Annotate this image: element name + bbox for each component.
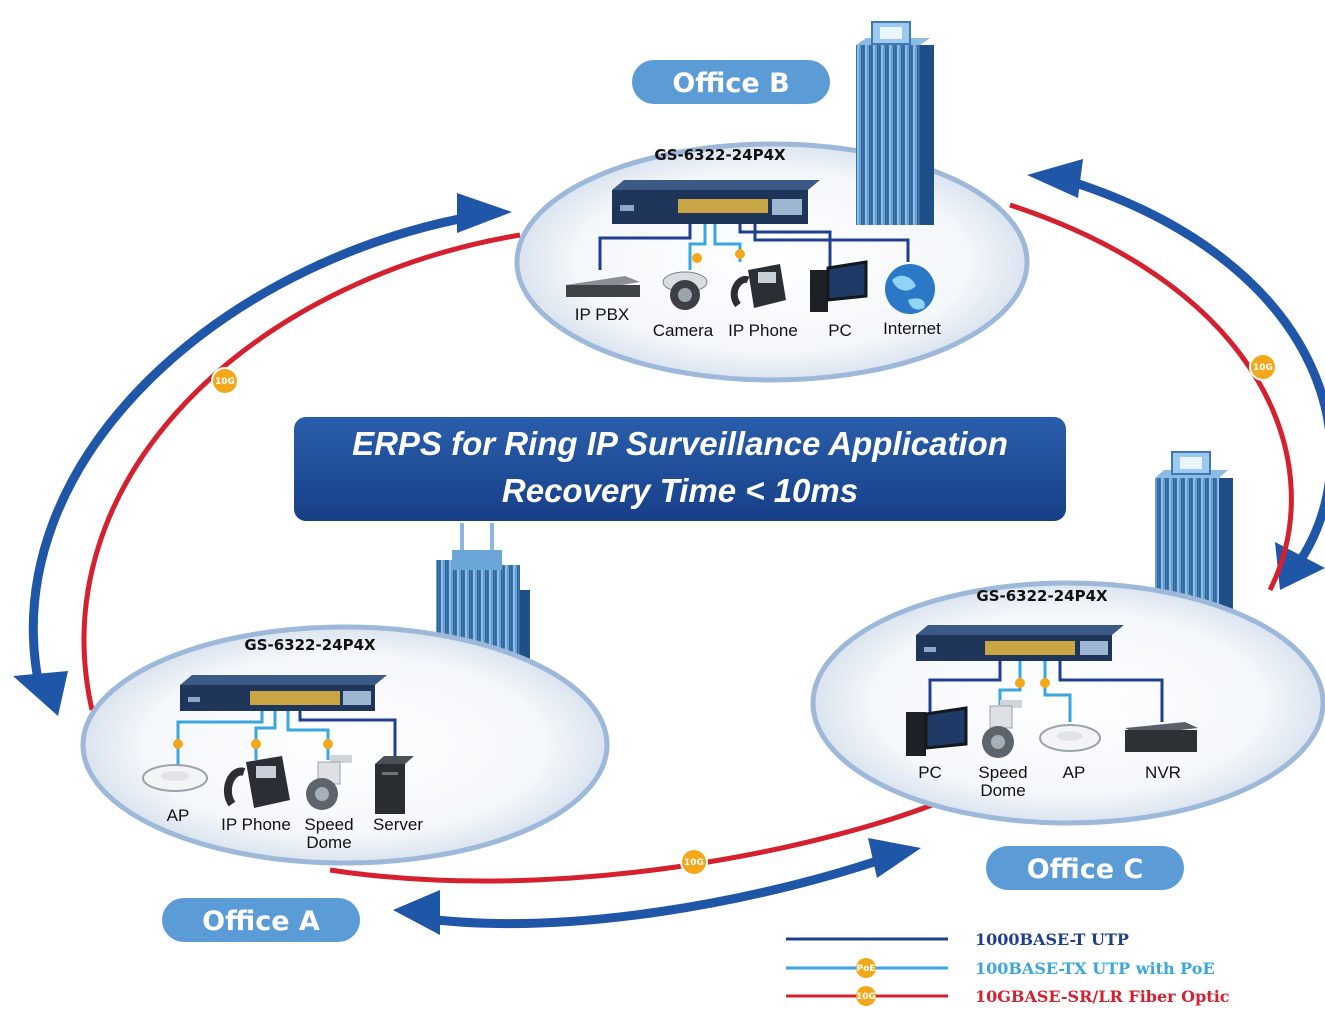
- office-b: Office B GS-6322-24P4X: [514, 21, 1030, 383]
- camera-icon: [662, 271, 708, 310]
- arrow-head-bottom-right: [868, 838, 921, 878]
- office-a-device-label: AP: [167, 806, 190, 825]
- title-line-2: Recovery Time < 10ms: [502, 472, 858, 509]
- 10g-badge-icon: [856, 986, 876, 1006]
- ring-arrow-bottom: [419, 855, 882, 928]
- office-b-links: [598, 224, 910, 270]
- ring-arrows: [13, 159, 1325, 935]
- office-b-label: Office B: [672, 68, 789, 99]
- speed-dome-icon: [982, 700, 1022, 758]
- office-c-device-label: AP: [1063, 763, 1086, 782]
- nvr-icon: [1125, 722, 1198, 752]
- office-b-device-label: Internet: [883, 319, 941, 338]
- office-c: GS-6322-24P4X: [810, 451, 1325, 890]
- ap-icon: [1039, 724, 1101, 752]
- office-b-building: [856, 21, 934, 225]
- office-b-zone: [514, 141, 1030, 383]
- office-c-device-label: NVR: [1145, 763, 1181, 782]
- arrow-head-left-bottom: [13, 671, 68, 716]
- office-a-device-label: Dome: [306, 833, 351, 852]
- svg-text:10G: 10G: [684, 858, 704, 868]
- svg-text:100BASE-TX UTP with PoE: 100BASE-TX UTP with PoE: [975, 959, 1215, 978]
- office-a-device-label: Server: [373, 815, 423, 834]
- office-a-links: [173, 711, 397, 765]
- arrow-head-right-bottom: [1275, 542, 1325, 590]
- ip-phone-icon: [223, 756, 290, 808]
- office-a: GS-6322-24P4X: [80, 523, 610, 942]
- office-a-switch-model: GS-6322-24P4X: [244, 636, 376, 654]
- office-c-zone: [810, 580, 1325, 826]
- fiber-badge-left: 10G: [211, 367, 239, 395]
- legend: 1000BASE-T UTP PoE 100BASE-TX UTP with P…: [786, 930, 1230, 1006]
- fiber-link-a-b: [81, 232, 521, 711]
- arrow-head-right-top: [1027, 159, 1083, 198]
- speed-dome-icon: [306, 755, 352, 810]
- svg-text:PoE: PoE: [857, 964, 876, 974]
- office-c-switch-model: GS-6322-24P4X: [976, 587, 1108, 605]
- pc-icon: [906, 706, 968, 756]
- office-c-device-label: Speed: [978, 763, 1027, 782]
- office-a-device-label: IP Phone: [221, 815, 291, 834]
- fiber-ring: 10G 10G 10G: [81, 202, 1294, 884]
- ring-arrow-left: [29, 207, 501, 691]
- server-icon: [375, 756, 414, 814]
- office-a-label: Office A: [202, 906, 320, 937]
- office-c-switch: [916, 625, 1124, 661]
- pc-icon: [810, 260, 868, 312]
- fiber-link-a-c: [329, 797, 946, 884]
- office-c-building: [1155, 451, 1233, 654]
- title-line-1: ERPS for Ring IP Surveillance Applicatio…: [352, 425, 1008, 462]
- office-b-device-label: PC: [828, 321, 852, 340]
- legend-item-utp: 1000BASE-T UTP: [786, 930, 1129, 949]
- svg-text:10G: 10G: [215, 377, 235, 387]
- office-c-device-label: Dome: [980, 781, 1025, 800]
- office-b-device-label: Camera: [653, 321, 714, 340]
- office-c-label: Office C: [1027, 854, 1144, 885]
- office-b-switch: [612, 180, 820, 224]
- ap-icon: [142, 764, 208, 792]
- arrow-head-left-top: [457, 193, 512, 233]
- ip-phone-icon: [730, 264, 786, 308]
- ring-arrow-right: [1058, 173, 1325, 578]
- fiber-link-b-c: [1009, 202, 1294, 592]
- title-box: ERPS for Ring IP Surveillance Applicatio…: [294, 417, 1066, 521]
- office-c-links: [928, 661, 1164, 722]
- svg-text:10G: 10G: [856, 992, 876, 1002]
- svg-text:10G: 10G: [1253, 363, 1273, 373]
- poe-badge-icon: [856, 958, 876, 978]
- svg-text:1000BASE-T UTP: 1000BASE-T UTP: [975, 930, 1129, 949]
- office-c-device-label: PC: [918, 763, 942, 782]
- legend-item-poe: PoE 100BASE-TX UTP with PoE: [786, 958, 1215, 978]
- svg-text:10GBASE-SR/LR Fiber Optic: 10GBASE-SR/LR Fiber Optic: [975, 987, 1230, 1006]
- office-b-switch-model: GS-6322-24P4X: [654, 146, 786, 164]
- legend-item-fiber: 10G 10GBASE-SR/LR Fiber Optic: [786, 986, 1230, 1006]
- arrow-head-bottom-left: [393, 890, 440, 935]
- ip-pbx-icon: [566, 276, 640, 297]
- office-b-device-label: IP PBX: [575, 305, 630, 324]
- office-a-pill: [162, 898, 360, 942]
- office-a-switch: [180, 675, 387, 711]
- fiber-badge-right: 10G: [1249, 353, 1277, 381]
- fiber-badge-bottom: 10G: [680, 848, 708, 876]
- office-c-pill: [986, 846, 1184, 890]
- internet-icon: [885, 264, 935, 314]
- office-a-device-label: Speed: [304, 815, 353, 834]
- office-b-device-label: IP Phone: [728, 321, 798, 340]
- office-b-pill: [632, 60, 830, 104]
